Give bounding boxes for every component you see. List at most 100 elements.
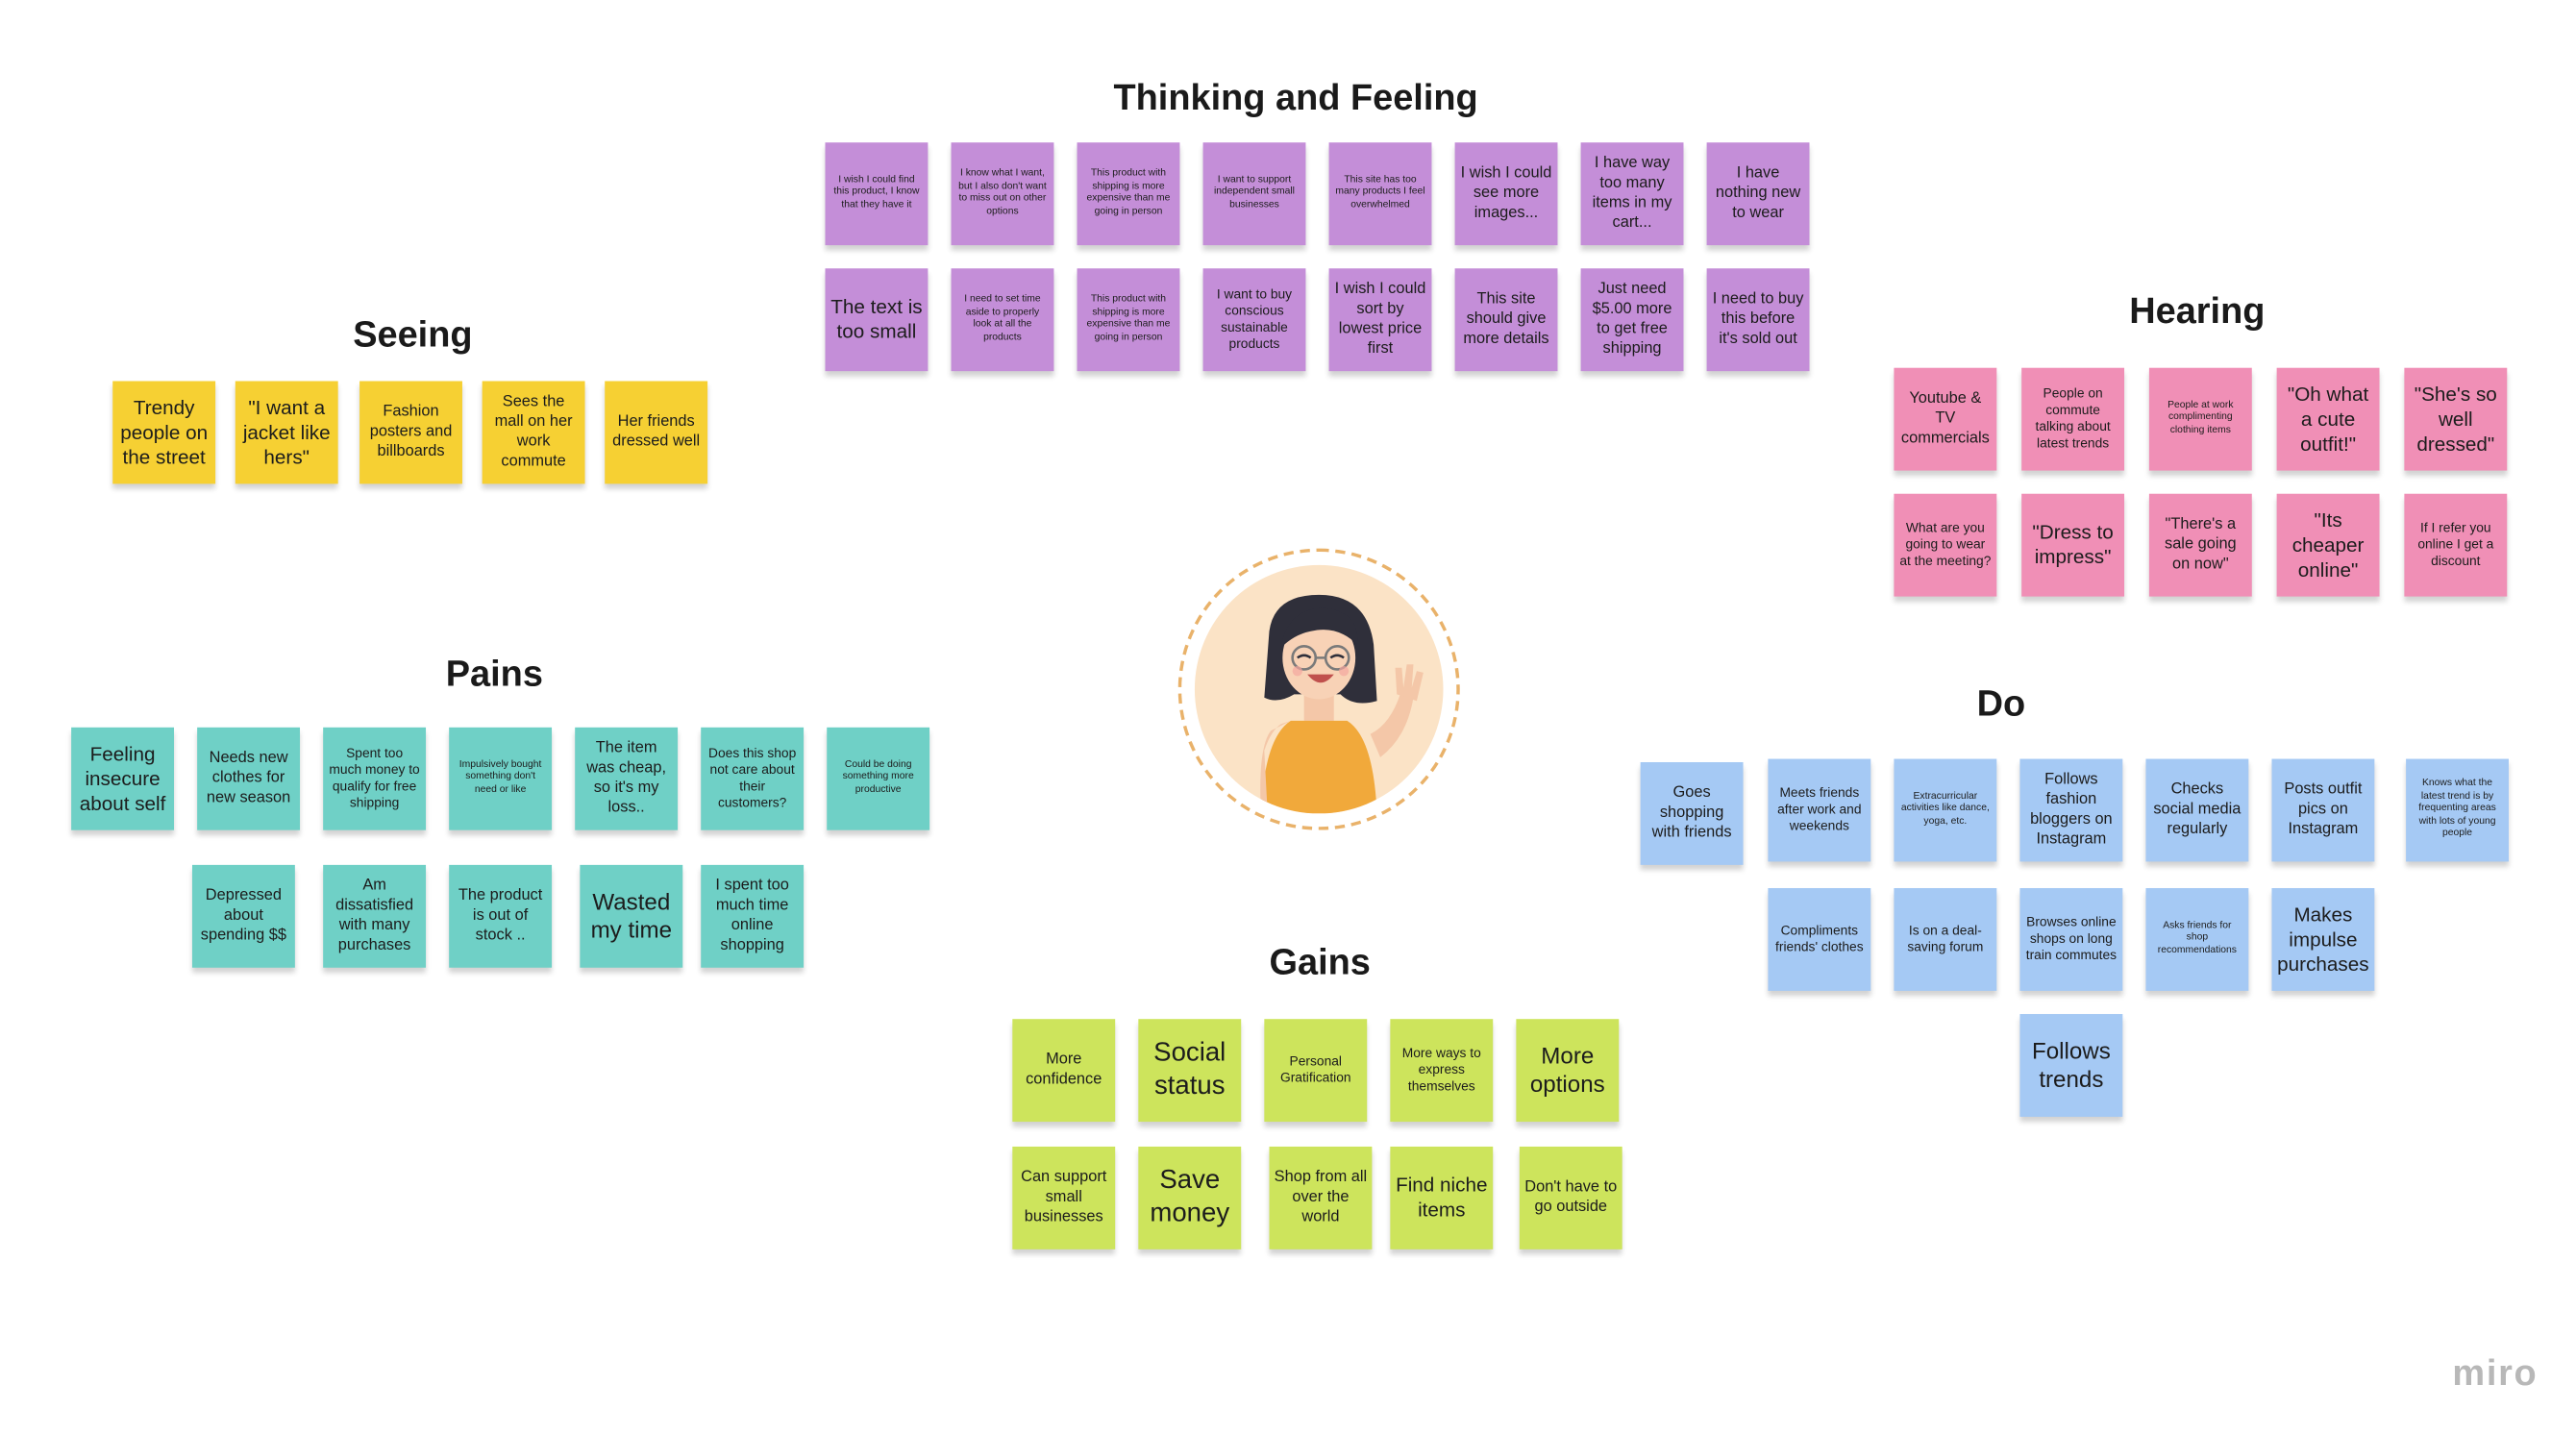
sticky-note-gains[interactable]: Find niche items	[1390, 1146, 1494, 1249]
sticky-note-do[interactable]: Goes shopping with friends	[1640, 761, 1744, 865]
sticky-note-gains[interactable]: More ways to express themselves	[1390, 1019, 1494, 1123]
section-title-pains: Pains	[445, 653, 543, 695]
note-text: Don't have to go outside	[1524, 1177, 1618, 1217]
sticky-note-gains[interactable]: Personal Gratification	[1264, 1019, 1368, 1123]
sticky-note-do[interactable]: Checks social media regularly	[2145, 758, 2249, 862]
sticky-note-hearing[interactable]: Youtube & TV commercials	[1894, 367, 1997, 471]
note-text: Am dissatisfied with many purchases	[335, 877, 414, 954]
note-text: Makes impulse purchases	[2277, 902, 2369, 976]
sticky-note-pains[interactable]: Am dissatisfied with many purchases	[323, 864, 427, 968]
sticky-note-thinking[interactable]: I have way too many items in my cart...	[1580, 142, 1684, 246]
note-text: "She's so well dressed"	[2414, 382, 2497, 456]
sticky-note-do[interactable]: Asks friends for shop recommendations	[2145, 888, 2249, 991]
note-text: I need to buy this before it's sold out	[1712, 290, 1804, 348]
note-text: Personal Gratification	[1279, 1053, 1351, 1086]
sticky-note-do[interactable]: Browses online shops on long train commu…	[2019, 888, 2123, 991]
sticky-note-hearing[interactable]: People on commute talking about latest t…	[2021, 367, 2125, 471]
sticky-note-gains[interactable]: More options	[1516, 1019, 1620, 1123]
sticky-note-thinking[interactable]: This site should give more details	[1454, 268, 1558, 372]
sticky-note-thinking[interactable]: I want to support independent small busi…	[1202, 142, 1306, 246]
sticky-note-hearing[interactable]: "Dress to impress"	[2021, 493, 2125, 597]
sticky-note-gains[interactable]: Don't have to go outside	[1519, 1146, 1622, 1249]
avatar-illustration	[1194, 564, 1444, 814]
sticky-note-pains[interactable]: Wasted my time	[580, 864, 683, 968]
sticky-note-seeing[interactable]: Her friends dressed well	[605, 381, 708, 484]
sticky-note-gains[interactable]: Social status	[1138, 1019, 1242, 1123]
sticky-note-do[interactable]: Knows what the latest trend is by freque…	[2406, 758, 2509, 862]
sticky-note-hearing[interactable]: "Oh what a cute outfit!"	[2276, 367, 2380, 471]
section-title-seeing: Seeing	[353, 312, 473, 355]
note-text: If I refer you online I get a discount	[2417, 520, 2494, 569]
note-text: I need to set time aside to properly loo…	[964, 294, 1041, 342]
sticky-note-thinking[interactable]: I need to buy this before it's sold out	[1706, 268, 1810, 372]
sticky-note-hearing[interactable]: What are you going to wear at the meetin…	[1894, 493, 1997, 597]
note-text: People at work complimenting clothing it…	[2167, 400, 2234, 435]
note-text: Fashion posters and billboards	[369, 403, 453, 461]
sticky-note-pains[interactable]: Needs new clothes for new season	[197, 727, 301, 830]
note-text: "I want a jacket like hers"	[242, 395, 331, 469]
sticky-note-seeing[interactable]: Fashion posters and billboards	[359, 381, 462, 484]
note-text: Does this shop not care about their cust…	[708, 745, 797, 810]
sticky-note-do[interactable]: Extracurricular activities like dance, y…	[1894, 758, 1997, 862]
sticky-note-seeing[interactable]: "I want a jacket like hers"	[235, 381, 338, 484]
persona-avatar[interactable]	[1177, 548, 1460, 830]
note-text: Compliments friends' clothes	[1775, 923, 1864, 954]
sticky-note-thinking[interactable]: This product with shipping is more expen…	[1077, 142, 1180, 246]
sticky-note-seeing[interactable]: Trendy people on the street	[112, 381, 216, 484]
note-text: I wish I could see more images...	[1460, 163, 1552, 222]
note-text: Find niche items	[1396, 1173, 1488, 1222]
sticky-note-pains[interactable]: Depressed about spending $$	[191, 864, 295, 968]
sticky-note-thinking[interactable]: This product with shipping is more expen…	[1077, 268, 1180, 372]
note-text: Knows what the latest trend is by freque…	[2418, 779, 2496, 839]
note-text: I have nothing new to wear	[1715, 163, 1801, 222]
sticky-note-do[interactable]: Makes impulse purchases	[2271, 888, 2375, 991]
sticky-note-pains[interactable]: Feeling insecure about self	[71, 727, 175, 830]
sticky-note-pains[interactable]: Impulsively bought something don't need …	[449, 727, 553, 830]
sticky-note-pains[interactable]: I spent too much time online shopping	[701, 864, 805, 968]
sticky-note-hearing[interactable]: People at work complimenting clothing it…	[2148, 367, 2252, 471]
sticky-note-do[interactable]: Meets friends after work and weekends	[1768, 758, 1871, 862]
note-text: People on commute talking about latest t…	[2035, 385, 2111, 451]
sticky-note-pains[interactable]: Could be doing something more productive	[827, 727, 930, 830]
note-text: The item was cheap, so it's my loss..	[586, 739, 667, 817]
note-text: More confidence	[1026, 1051, 1102, 1089]
sticky-note-do[interactable]: Is on a deal-saving forum	[1894, 888, 1997, 991]
sticky-note-thinking[interactable]: I wish I could find this product, I know…	[825, 142, 929, 246]
note-text: More options	[1529, 1041, 1605, 1098]
sticky-note-thinking[interactable]: I want to buy conscious sustainable prod…	[1202, 268, 1306, 372]
sticky-note-pains[interactable]: The item was cheap, so it's my loss..	[575, 727, 679, 830]
sticky-note-seeing[interactable]: Sees the mall on her work commute	[482, 381, 585, 484]
sticky-note-do[interactable]: Follows fashion bloggers on Instagram	[2019, 758, 2123, 862]
sticky-note-gains[interactable]: Can support small businesses	[1012, 1146, 1116, 1249]
note-text: This product with shipping is more expen…	[1086, 168, 1171, 216]
note-text: Social status	[1153, 1038, 1226, 1101]
sticky-note-gains[interactable]: Save money	[1138, 1146, 1242, 1249]
sticky-note-pains[interactable]: Spent too much money to qualify for free…	[323, 727, 427, 830]
sticky-note-pains[interactable]: The product is out of stock ..	[449, 864, 553, 968]
sticky-note-thinking[interactable]: I know what I want, but I also don't wan…	[951, 142, 1054, 246]
sticky-note-hearing[interactable]: "Its cheaper online"	[2276, 493, 2380, 597]
sticky-note-do[interactable]: Posts outfit pics on Instagram	[2271, 758, 2375, 862]
note-text: Meets friends after work and weekends	[1777, 785, 1862, 834]
note-text: Checks social media regularly	[2153, 780, 2242, 839]
section-title-do: Do	[1976, 682, 2026, 725]
sticky-note-thinking[interactable]: I have nothing new to wear	[1706, 142, 1810, 246]
sticky-note-thinking[interactable]: Just need $5.00 more to get free shippin…	[1580, 268, 1684, 372]
sticky-note-hearing[interactable]: "There's a sale going on now"	[2148, 493, 2252, 597]
sticky-note-do[interactable]: Follows trends	[2019, 1014, 2123, 1117]
sticky-note-hearing[interactable]: "She's so well dressed"	[2404, 367, 2508, 471]
sticky-note-thinking[interactable]: The text is too small	[825, 268, 929, 372]
section-title-hearing: Hearing	[2129, 289, 2266, 332]
sticky-note-thinking[interactable]: I wish I could see more images...	[1454, 142, 1558, 246]
sticky-note-do[interactable]: Compliments friends' clothes	[1768, 888, 1871, 991]
sticky-note-thinking[interactable]: I wish I could sort by lowest price firs…	[1328, 268, 1432, 372]
note-text: The product is out of stock ..	[458, 886, 543, 945]
sticky-note-hearing[interactable]: If I refer you online I get a discount	[2404, 493, 2508, 597]
sticky-note-gains[interactable]: Shop from all over the world	[1269, 1146, 1373, 1249]
sticky-note-thinking[interactable]: I need to set time aside to properly loo…	[951, 268, 1054, 372]
sticky-note-thinking[interactable]: This site has too many products I feel o…	[1328, 142, 1432, 246]
sticky-note-gains[interactable]: More confidence	[1012, 1019, 1116, 1123]
sticky-note-pains[interactable]: Does this shop not care about their cust…	[701, 727, 805, 830]
note-text: This site has too many products I feel o…	[1335, 175, 1425, 210]
